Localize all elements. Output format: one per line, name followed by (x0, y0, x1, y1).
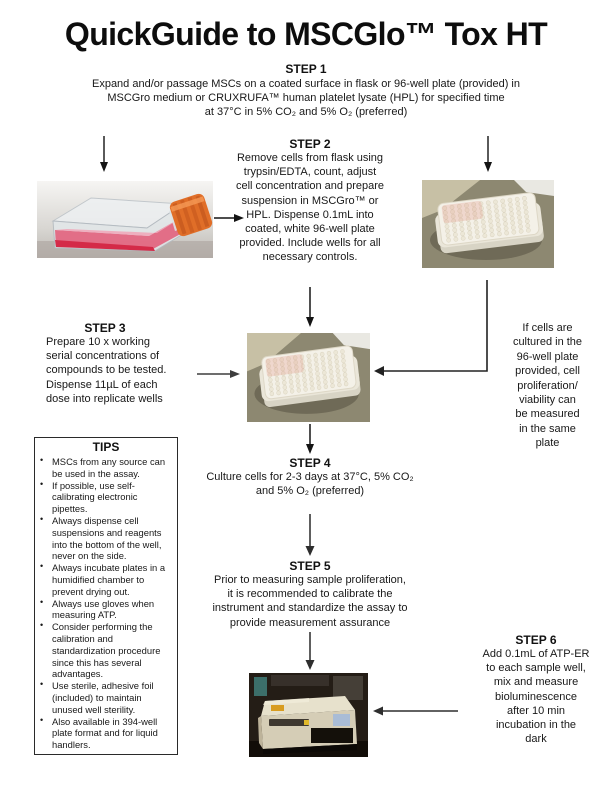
tip-item: Always incubate plates in a humidified c… (35, 561, 174, 597)
tip-item: Consider performing the calibration and … (35, 620, 174, 680)
tips-list: MSCs from any source can be used in the … (35, 455, 177, 751)
side-note-same-plate: If cells are cultured in the 96-well pla… (512, 322, 583, 450)
step3-body: Prepare 10 x working serial concentratio… (46, 336, 167, 405)
arrow-step6-to-instrument (373, 706, 458, 716)
tip-item: Use sterile, adhesive foil (included) to… (35, 679, 174, 715)
step2-heading: STEP 2 (289, 137, 331, 151)
tips-heading: TIPS (92, 440, 120, 454)
step3-heading: STEP 3 (84, 321, 126, 335)
96-well-plate-photo-right (422, 180, 554, 268)
tip-item: Also available in 394-well plate format … (35, 715, 174, 751)
96-well-plate-photo-middle (247, 333, 370, 422)
step2-body: Remove cells from flask using trypsin/ED… (236, 152, 384, 264)
tip-item: MSCs from any source can be used in the … (35, 455, 174, 480)
arrow-step3-to-plate (197, 370, 240, 378)
step5-body: Prior to measuring sample proliferation,… (212, 574, 408, 629)
step6-body: Add 0.1mL of ATP-ER to each sample well,… (482, 648, 590, 746)
arrow-step5-to-instrument (305, 632, 315, 670)
arrow-flask-to-step2 (214, 214, 244, 222)
tips-box: TIPS MSCs from any source can be used in… (34, 437, 178, 755)
arrow-step1-to-flask (100, 136, 108, 172)
step1-body: Expand and/or passage MSCs on a coated s… (91, 78, 520, 119)
connector-plate-to-plate (374, 280, 488, 376)
arrow-step2-to-plate (306, 287, 314, 327)
tip-item: If possible, use self-calibrating electr… (35, 479, 174, 515)
step6-heading: STEP 6 (515, 633, 557, 647)
step4-body: Culture cells for 2-3 days at 37°C, 5% C… (206, 471, 414, 498)
plate-reader-photo (249, 673, 368, 757)
arrow-step1-to-plate (484, 136, 492, 172)
page-title: QuickGuide to MSCGlo™ Tox HT (64, 16, 548, 52)
step5-heading: STEP 5 (289, 559, 331, 573)
tip-item: Always dispense cell suspensions and rea… (35, 514, 174, 562)
arrow-step4-to-step5 (305, 514, 315, 556)
step1-heading: STEP 1 (285, 62, 327, 76)
flask-photo (37, 181, 213, 258)
step4-heading: STEP 4 (289, 456, 331, 470)
arrow-plate-to-step4 (306, 424, 314, 454)
tip-item: Always use gloves when measuring ATP. (35, 597, 174, 622)
